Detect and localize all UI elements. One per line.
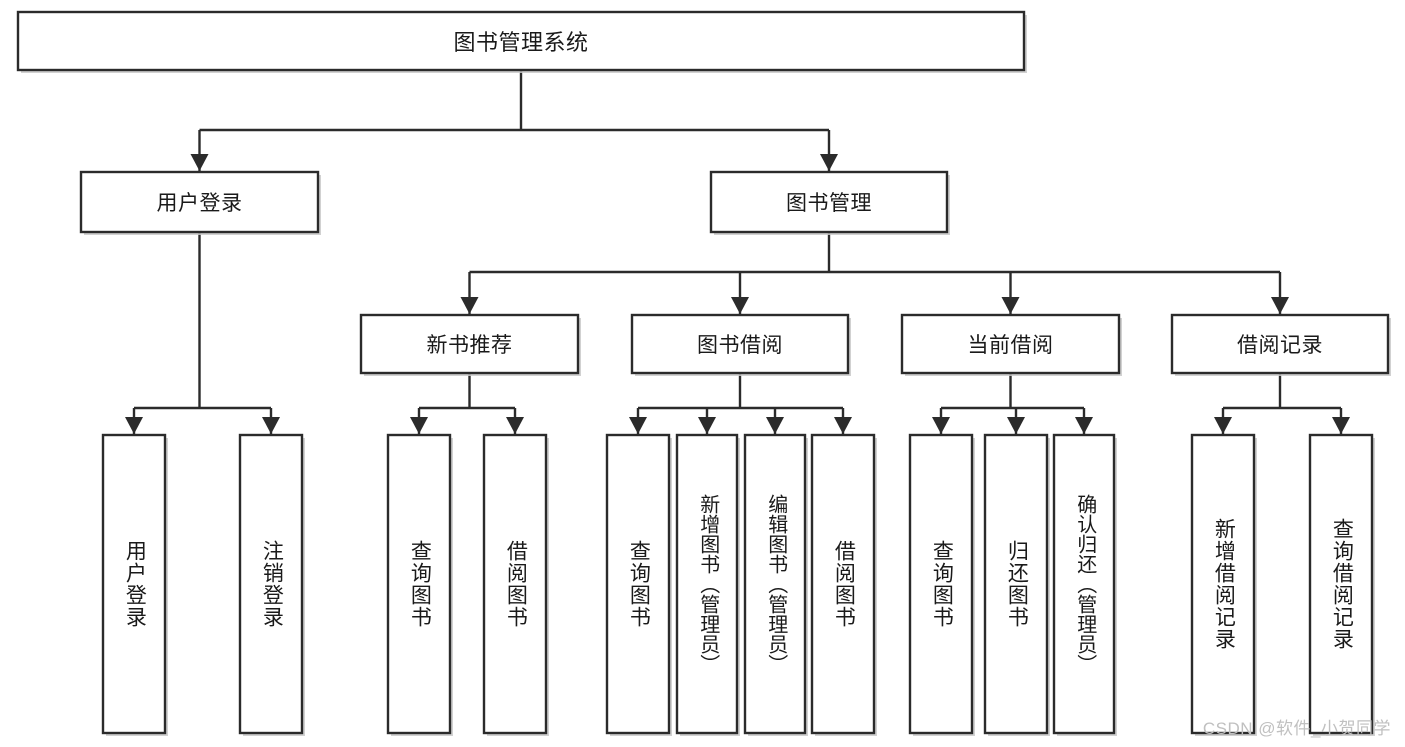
- arrow-head-icon: [262, 417, 280, 434]
- node-box-leaf-user-login[interactable]: [101, 433, 167, 735]
- arrow-head-icon: [1271, 297, 1289, 314]
- node-box-leaf-edit-book-admin[interactable]: [743, 433, 807, 735]
- node-box-leaf-add-borrow-record[interactable]: [1190, 433, 1256, 735]
- node-box-leaf-return-book[interactable]: [983, 433, 1049, 735]
- node-box-leaf-query-borrow-record[interactable]: [1308, 433, 1374, 735]
- node-box-leaf-query-book-recommend[interactable]: [386, 433, 452, 735]
- node-box-leaf-confirm-return-admin[interactable]: [1052, 433, 1116, 735]
- watermark-text: CSDN @软件_小贺同学: [1202, 719, 1391, 738]
- arrow-head-icon: [1001, 297, 1020, 314]
- node-box-user-login[interactable]: [79, 170, 320, 234]
- arrow-head-icon: [1332, 417, 1350, 434]
- arrow-head-icon: [1214, 417, 1232, 434]
- node-box-leaf-query-book-borrow[interactable]: [605, 433, 671, 735]
- node-box-borrow-records[interactable]: [1170, 313, 1390, 375]
- node-box-leaf-add-book-admin[interactable]: [675, 433, 739, 735]
- arrow-head-icon: [1075, 417, 1093, 434]
- arrow-head-icon: [1007, 417, 1025, 434]
- arrow-head-icon: [506, 417, 524, 434]
- arrow-head-icon: [125, 417, 143, 434]
- node-box-root[interactable]: [16, 10, 1026, 72]
- arrow-head-icon: [932, 417, 950, 434]
- arrow-head-icon: [834, 417, 852, 434]
- node-box-leaf-query-book-current[interactable]: [908, 433, 974, 735]
- node-box-leaf-borrow-book[interactable]: [810, 433, 876, 735]
- arrow-head-icon: [629, 417, 647, 434]
- arrow-head-icon: [698, 417, 716, 434]
- node-box-book-management[interactable]: [709, 170, 949, 234]
- arrow-head-icon: [731, 297, 749, 314]
- node-box-new-book-recommend[interactable]: [359, 313, 580, 375]
- boxes-layer: [16, 10, 1391, 736]
- node-box-leaf-borrow-book-recommend[interactable]: [482, 433, 548, 735]
- arrow-head-icon: [460, 297, 479, 314]
- arrow-head-icon: [766, 417, 784, 434]
- arrow-head-icon: [190, 154, 209, 171]
- node-box-book-borrow[interactable]: [630, 313, 850, 375]
- arrow-head-icon: [820, 154, 838, 171]
- connectors-layer: [125, 70, 1350, 434]
- arrow-head-icon: [410, 417, 428, 434]
- node-box-current-borrow[interactable]: [900, 313, 1121, 375]
- node-box-leaf-logout-login[interactable]: [238, 433, 304, 735]
